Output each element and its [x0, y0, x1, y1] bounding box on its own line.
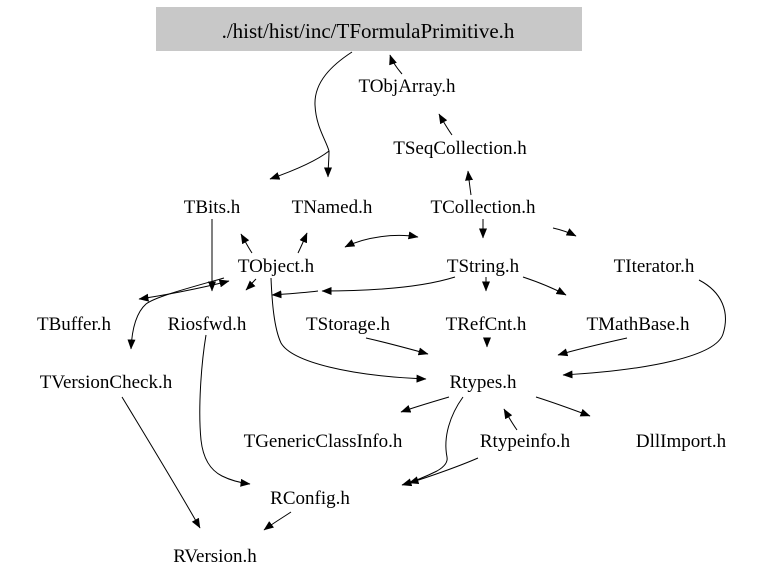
- edge-tobject-h-to-tbuffer-h: [138, 279, 230, 302]
- edge-tstring-h-to-tobject-h: [321, 276, 456, 295]
- edge-tstorage-h-to-rtypes-h: [365, 337, 429, 356]
- edge-rtypeinfo-h-to-rtypes-h: [503, 408, 518, 431]
- edge-tobject-h-to-riosfwd-h: [245, 278, 257, 291]
- node-tobject-h[interactable]: TObject.h: [238, 256, 315, 277]
- node-tgenericclassinfo-h[interactable]: TGenericClassInfo.h: [244, 431, 403, 452]
- node-tversioncheck-h[interactable]: TVersionCheck.h: [40, 372, 173, 393]
- edge-tcollection-h-to-titerator-h: [552, 227, 577, 237]
- edge-tformulaprimitive-h-to-tbits-h: [269, 51, 353, 180]
- node-dllimport-h[interactable]: DllImport.h: [636, 431, 727, 452]
- node-tnamed-h[interactable]: TNamed.h: [292, 197, 373, 218]
- edge-tstring-h-to-tobject-h: [271, 290, 319, 299]
- node-rtypes-h[interactable]: Rtypes.h: [449, 372, 517, 393]
- edge-tseqcollection-h-to-tobjarray-h: [438, 113, 453, 136]
- node-riosfwd-h[interactable]: Riosfwd.h: [168, 314, 247, 335]
- edge-titerator-h-to-rtypes-h: [562, 279, 726, 379]
- edge-rtypes-h-to-tgenericclassinfo-h: [400, 396, 450, 413]
- edge-rtypeinfo-h-to-rconfig-h: [408, 457, 479, 485]
- node-rconfig-h[interactable]: RConfig.h: [270, 488, 350, 509]
- edge-riosfwd-h-to-rconfig-h: [199, 334, 251, 487]
- edge-rtypes-h-to-rconfig-h: [401, 396, 464, 487]
- edge-tstring-h-to-tmathbase-h: [522, 276, 567, 296]
- edge-tobject-h-to-tversioncheck-h: [127, 277, 225, 350]
- node-titerator-h[interactable]: TIterator.h: [614, 256, 695, 277]
- node-rversion-h[interactable]: RVersion.h: [173, 546, 257, 567]
- node-tbits-h[interactable]: TBits.h: [184, 197, 241, 218]
- node-tseqcollection-h[interactable]: TSeqCollection.h: [393, 138, 527, 159]
- edge-tmathbase-h-to-rtypes-h: [557, 337, 628, 357]
- edge-tformulaprimitive-h-to-tnamed-h: [324, 150, 333, 178]
- node-tstring-h[interactable]: TString.h: [447, 256, 520, 277]
- edge-tobject-h-to-tcollection-h: [344, 231, 419, 248]
- node-tobjarray-h[interactable]: TObjArray.h: [358, 76, 456, 97]
- edge-rconfig-h-to-rversion-h: [263, 511, 292, 531]
- node-tformulaprimitive-h[interactable]: ./hist/hist/inc/TFormulaPrimitive.h: [222, 19, 515, 43]
- node-tbuffer-h[interactable]: TBuffer.h: [37, 314, 112, 335]
- title-node-box[interactable]: [156, 7, 582, 51]
- edges-layer: [121, 51, 726, 531]
- edge-tobjarray-h-to-tformulaprimitive-h: [389, 54, 403, 75]
- node-rtypeinfo-h[interactable]: Rtypeinfo.h: [480, 431, 571, 452]
- edge-tobject-h-to-rtypes-h: [270, 277, 427, 383]
- edge-rtypes-h-to-dllimport-h: [535, 396, 591, 417]
- node-tstorage-h[interactable]: TStorage.h: [306, 314, 390, 335]
- edge-tobject-h-to-tnamed-h: [297, 232, 308, 254]
- edge-tversioncheck-h-to-rversion-h: [121, 396, 201, 529]
- node-tcollection-h[interactable]: TCollection.h: [430, 197, 536, 218]
- edge-tcollection-h-to-tseqcollection-h: [465, 170, 474, 196]
- node-trefcnt-h[interactable]: TRefCnt.h: [446, 314, 527, 335]
- edge-tobject-h-to-tbits-h: [240, 233, 253, 254]
- node-tmathbase-h[interactable]: TMathBase.h: [587, 314, 690, 335]
